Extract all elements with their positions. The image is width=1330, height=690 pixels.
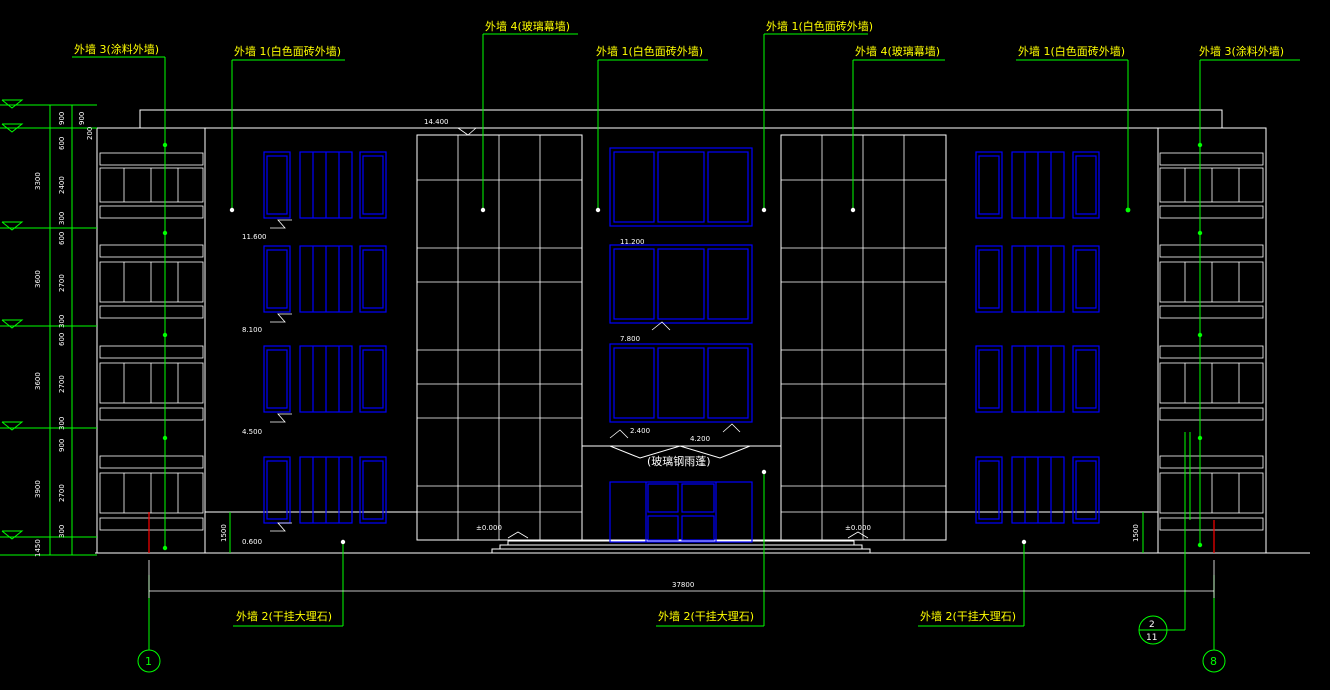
elev-l3: 11.600 [242, 233, 267, 241]
elev-l1: 4.500 [242, 428, 262, 436]
level-markers-left [1, 99, 24, 540]
dim-inner-0: 900 [58, 112, 66, 125]
dim-inner-11: 2700 [58, 484, 66, 502]
elev-canopy-a: 2.400 [630, 427, 650, 435]
dim-outer-4: 1450 [34, 539, 42, 557]
windows-left-wing [263, 151, 387, 524]
dim-inner-3: 300 [58, 212, 66, 225]
elev-l0: 0.600 [242, 538, 262, 546]
callout-wall4-right: 外墙 4(玻璃幕墙) [855, 44, 940, 58]
leader-dots [162, 142, 1203, 551]
dim-inner-6: 300 [58, 315, 66, 328]
curtain-wall-grid-right [781, 135, 946, 540]
dim-inner-8: 2700 [58, 375, 66, 393]
axis-bubbles [137, 615, 1226, 673]
callout-wall3-right: 外墙 3(涂料外墙) [1199, 44, 1284, 58]
callout-wall1-a: 外墙 1(白色面砖外墙) [234, 44, 341, 58]
dim-inner2-1: 200 [86, 127, 94, 140]
callout-wall1-b: 外墙 1(白色面砖外墙) [596, 44, 703, 58]
red-accents [148, 512, 1215, 553]
elev-c0a: ±0.000 [476, 524, 502, 532]
dim-outer-1: 3600 [34, 270, 42, 288]
dim-inner2-0: 900 [78, 112, 86, 125]
detail-ref-bottom: 11 [1146, 633, 1157, 643]
callout-wall2-left: 外墙 2(干挂大理石) [236, 609, 332, 623]
dim-plinth-right: 1500 [1132, 524, 1140, 542]
dim-inner-5: 2700 [58, 274, 66, 292]
dim-inner-7: 600 [58, 333, 66, 346]
elev-c0b: ±0.000 [845, 524, 871, 532]
elev-c2: 7.800 [620, 335, 640, 343]
callout-wall1-d: 外墙 1(白色面砖外墙) [1018, 44, 1125, 58]
leader-lines [0, 33, 1300, 650]
detail-ref-top: 2 [1149, 620, 1155, 630]
dim-inner-1: 600 [58, 137, 66, 150]
dim-outer-3: 3900 [34, 480, 42, 498]
dim-inner-9: 300 [58, 417, 66, 430]
callout-wall3-left: 外墙 3(涂料外墙) [74, 42, 159, 56]
callout-wall1-c: 外墙 1(白色面砖外墙) [766, 19, 873, 33]
stair-tower-right [1159, 152, 1264, 531]
dim-inner-4: 600 [58, 232, 66, 245]
axis-label-right: 8 [1210, 655, 1217, 668]
dim-inner-2: 2400 [58, 176, 66, 194]
windows-right-wing [975, 151, 1100, 524]
windows-center [609, 147, 753, 543]
callout-wall2-right: 外墙 2(干挂大理石) [920, 609, 1016, 623]
dim-outer-0: 3300 [34, 172, 42, 190]
elev-c3: 11.200 [620, 238, 645, 246]
callout-wall4-left: 外墙 4(玻璃幕墙) [485, 19, 570, 33]
axis-label-left: 1 [145, 655, 152, 668]
dim-outer-2: 3600 [34, 372, 42, 390]
elev-l2: 8.100 [242, 326, 262, 334]
curtain-wall-grid-left [417, 135, 582, 540]
dim-inner-12: 300 [58, 525, 66, 538]
elev-canopy-b: 4.200 [690, 435, 710, 443]
elevation-markers [270, 127, 869, 539]
callout-wall2-center: 外墙 2(干挂大理石) [658, 609, 754, 623]
dim-inner-10: 900 [58, 439, 66, 452]
canopy-label: (玻璃钢雨蓬) [647, 454, 711, 468]
dim-plinth-left: 1500 [220, 524, 228, 542]
elev-roof: 14.400 [424, 118, 449, 126]
stair-tower-left [99, 152, 204, 531]
total-dimension-line [148, 560, 1215, 598]
dim-total: 37800 [672, 581, 694, 589]
leader-dots-white [229, 207, 1027, 545]
building-outline [95, 109, 1310, 554]
